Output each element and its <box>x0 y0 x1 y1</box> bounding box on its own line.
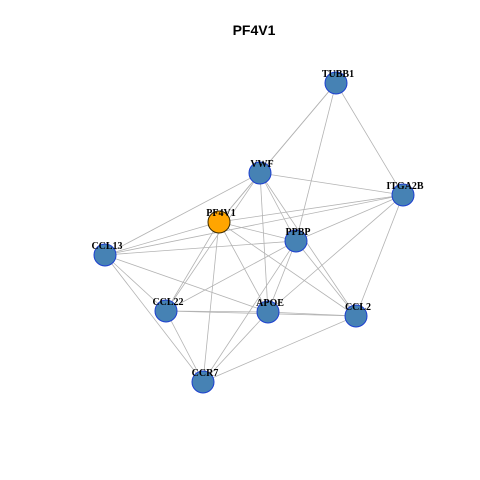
edge-ccl22-ccr7 <box>165 310 204 383</box>
node-ccr7[interactable] <box>191 370 215 394</box>
edge-vwf-ccl22 <box>165 172 261 312</box>
edge-ccl2-ccr7 <box>202 315 357 383</box>
edge-vwf-ccl13 <box>104 172 261 256</box>
edge-pf4v1-ccl22 <box>165 221 220 312</box>
node-ccl2[interactable] <box>344 304 368 328</box>
node-itga2b[interactable] <box>391 183 415 207</box>
edge-apoe-ccl2 <box>267 311 357 317</box>
edge-pf4v1-ccl2 <box>218 221 357 317</box>
edge-itga2b-ccl13 <box>104 194 404 256</box>
edge-ccl13-ccr7 <box>104 254 204 383</box>
edge-itga2b-ppbp <box>295 194 404 242</box>
node-pf4v1[interactable] <box>207 210 231 234</box>
edge-itga2b-apoe <box>267 194 404 313</box>
node-apoe[interactable] <box>256 300 280 324</box>
edge-ppbp-apoe <box>267 240 297 313</box>
edge-ccl13-ccl22 <box>104 254 167 312</box>
node-label-tubb1: TUBB1 <box>322 69 354 80</box>
node-ccl22[interactable] <box>154 299 178 323</box>
edge-apoe-ccr7 <box>202 311 269 383</box>
edge-vwf-apoe <box>259 172 269 313</box>
node-label-pf4v1: PF4V1 <box>206 208 235 219</box>
edge-pf4v1-apoe <box>218 221 269 313</box>
node-label-ccl2: CCL2 <box>345 302 371 313</box>
edge-ppbp-ccl2 <box>295 240 357 317</box>
edge-itga2b-pf4v1 <box>218 194 404 223</box>
edge-tubb1-itga2b <box>335 82 404 196</box>
node-vwf[interactable] <box>248 161 272 185</box>
node-label-ccl13: CCL13 <box>91 241 122 252</box>
edge-ppbp-ccl22 <box>165 240 297 312</box>
edge-pf4v1-ccr7 <box>202 221 220 383</box>
edge-ccl13-apoe <box>104 254 269 313</box>
node-label-ppbp: PPBP <box>286 227 311 238</box>
node-label-ccl22: CCL22 <box>152 297 183 308</box>
edge-pf4v1-ppbp <box>218 221 297 242</box>
plot-title: PF4V1 <box>233 22 276 38</box>
node-label-apoe: APOE <box>256 298 284 309</box>
edge-vwf-ppbp <box>259 172 297 242</box>
node-label-ccr7: CCR7 <box>192 368 219 379</box>
edge-vwf-itga2b <box>259 172 404 196</box>
nodes-layer <box>93 71 415 394</box>
edge-tubb1-ppbp <box>295 82 337 242</box>
edge-vwf-ccl2 <box>259 172 357 317</box>
edge-itga2b-ccl2 <box>355 194 404 317</box>
node-ccl13[interactable] <box>93 243 117 267</box>
edges-layer <box>104 82 404 383</box>
node-tubb1[interactable] <box>324 71 348 95</box>
edge-pf4v1-ccl13 <box>104 221 220 256</box>
node-label-vwf: VWF <box>250 159 273 170</box>
edge-ppbp-ccl13 <box>104 240 297 256</box>
node-ppbp[interactable] <box>284 229 308 253</box>
node-label-itga2b: ITGA2B <box>386 181 424 192</box>
